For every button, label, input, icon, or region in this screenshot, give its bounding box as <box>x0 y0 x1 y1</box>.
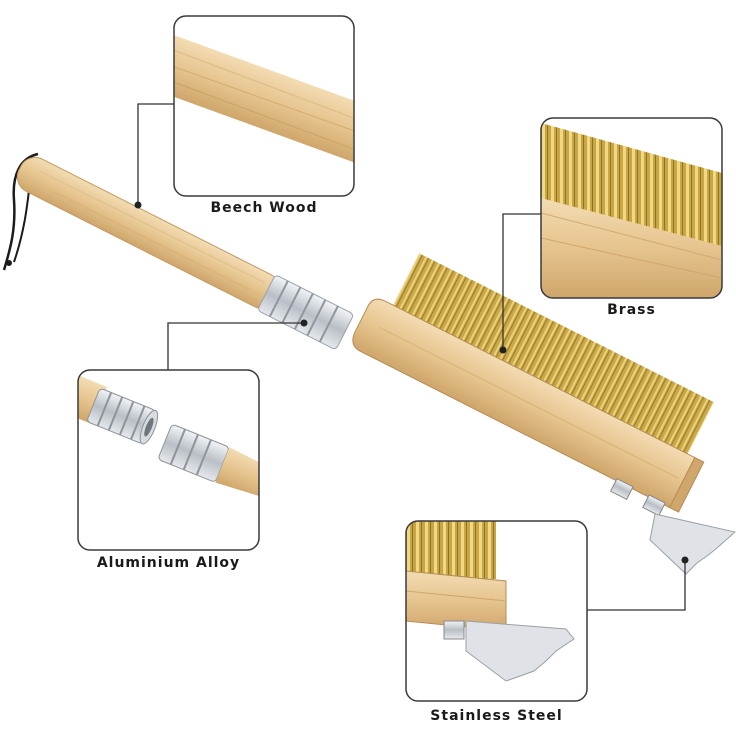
inset-aluminium-alloy <box>77 369 260 551</box>
label-stainless-steel: Stainless Steel <box>430 708 563 724</box>
inset-brass <box>540 117 723 299</box>
leader-dots <box>134 201 689 564</box>
steel-scraper <box>649 513 736 575</box>
label-aluminium-alloy: Aluminium Alloy <box>96 555 241 571</box>
main-brush <box>2 152 736 575</box>
leader-lines <box>137 103 686 611</box>
brass-bristles <box>384 253 714 472</box>
inset-beech-wood <box>173 15 355 197</box>
inset-stainless-steel <box>405 520 588 702</box>
label-brass: Brass <box>607 302 656 318</box>
metal-ferrule <box>258 275 354 350</box>
label-beech-wood: Beech Wood <box>210 200 318 216</box>
